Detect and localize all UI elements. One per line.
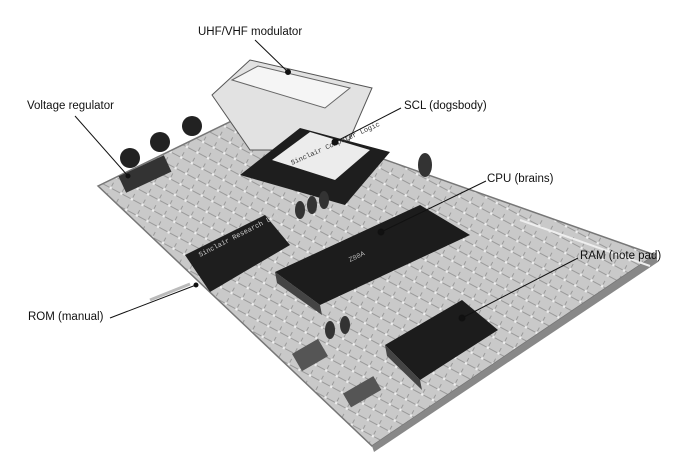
cpu-chip: Z80A <box>275 205 470 315</box>
rom-pin-lead <box>149 282 191 302</box>
label-scl: SCL (dogsbody) <box>404 100 487 112</box>
label-ram: RAM (note pad) <box>580 250 662 262</box>
pcb-edge <box>372 255 658 452</box>
label-cpu: CPU (brains) <box>487 173 554 185</box>
components <box>292 153 432 408</box>
leader-lines <box>74 39 579 322</box>
label-voltage-regulator: Voltage regulator <box>27 100 114 112</box>
uhf-vhf-modulator <box>211 59 373 151</box>
edge-connector <box>519 219 651 267</box>
voltage-regulator <box>118 116 202 193</box>
ram-chip <box>385 300 498 390</box>
label-modulator: UHF/VHF modulator <box>198 26 303 38</box>
label-rom: ROM (manual) <box>28 311 104 323</box>
